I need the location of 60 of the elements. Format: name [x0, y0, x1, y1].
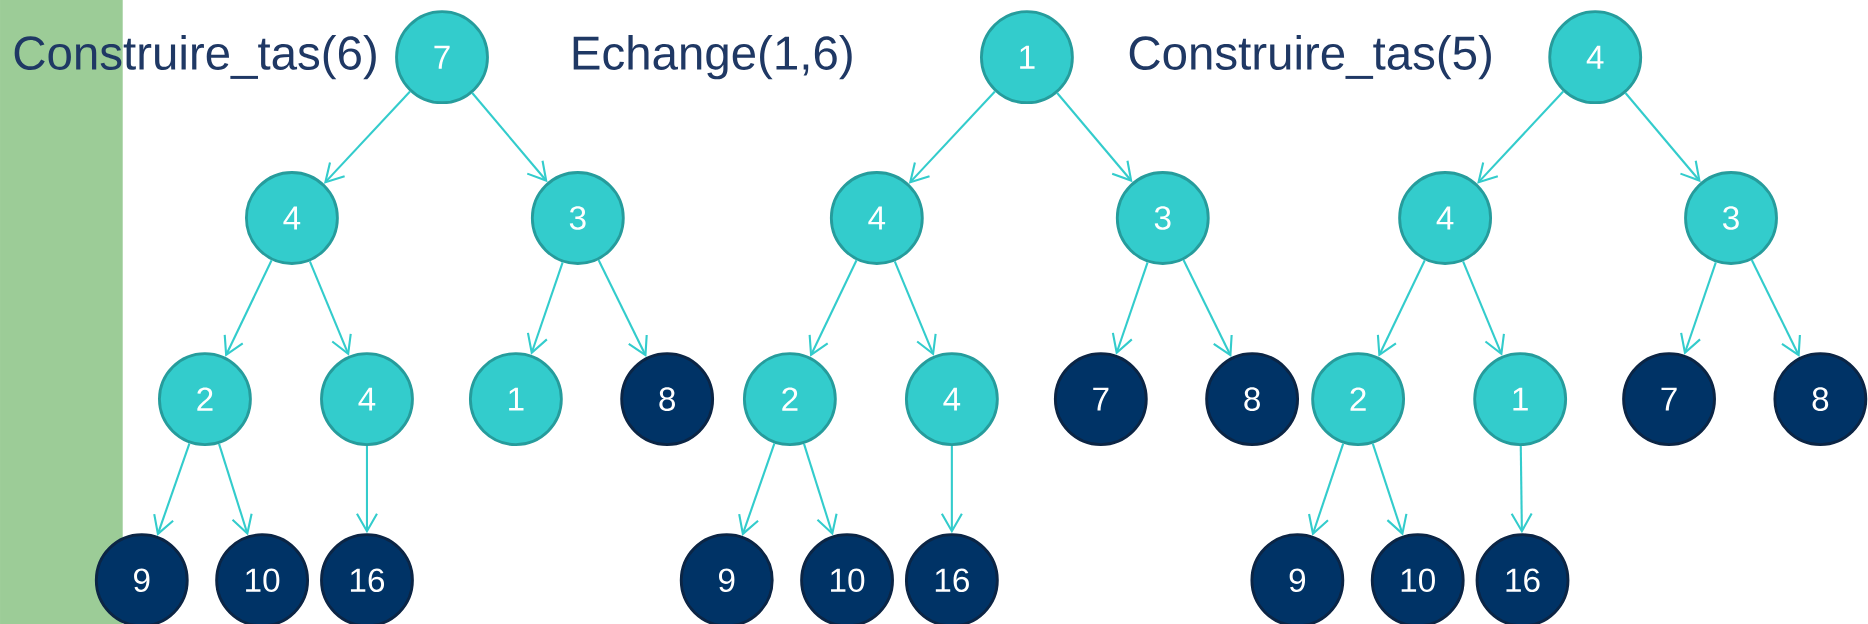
tree-node: 8: [620, 352, 715, 446]
tree-node: 3: [1115, 170, 1210, 265]
arrow: [223, 259, 273, 357]
tree-node: 7: [1622, 352, 1716, 446]
tree-node: 1: [980, 10, 1074, 104]
tree-node: 1: [468, 352, 563, 446]
tree-node: 9: [679, 533, 774, 624]
arrow: [1371, 443, 1408, 536]
tree-node: 4: [320, 352, 414, 446]
arrow: [153, 442, 191, 536]
tree-node: 10: [215, 533, 310, 624]
step-label: Construire_tas(5): [1129, 34, 1491, 80]
arrow: [1111, 261, 1149, 355]
arrow: [1750, 259, 1801, 357]
tree-node: 7: [395, 10, 489, 104]
arrow: [1624, 92, 1701, 183]
tree-node: 4: [245, 170, 339, 265]
arrow: [1462, 260, 1505, 356]
arrow: [1477, 90, 1564, 184]
tree-node: 8: [1773, 352, 1868, 446]
tree-node: 4: [1548, 10, 1643, 104]
tree-node: 16: [320, 533, 414, 624]
tree-node: 2: [158, 352, 252, 446]
tree-node: 3: [1684, 170, 1778, 265]
tree-node: 4: [904, 352, 999, 446]
arrow: [218, 443, 253, 536]
tree-node: 8: [1205, 352, 1299, 446]
step-label: Construire_tas(6): [14, 34, 376, 80]
arrow: [1056, 92, 1133, 183]
arrow: [738, 442, 776, 536]
arrow: [471, 92, 548, 183]
tree-node: 16: [1475, 533, 1570, 624]
arrow: [908, 90, 996, 184]
arrow: [803, 443, 838, 536]
tree-node: 9: [1250, 533, 1345, 624]
tree-node: 16: [904, 533, 999, 624]
step-label: Echange(1,6): [573, 34, 852, 80]
tree-node: 4: [1398, 170, 1492, 265]
tree-node: 4: [829, 170, 924, 265]
arrow: [597, 259, 648, 357]
arrow: [808, 259, 858, 357]
arrow: [1376, 259, 1426, 357]
arrow: [940, 445, 963, 534]
tree-node: 1: [1473, 352, 1568, 446]
arrow: [1308, 443, 1345, 536]
tree-node: 3: [530, 170, 625, 265]
tree-node: 2: [1311, 352, 1405, 446]
arrow: [356, 445, 378, 534]
arrow: [1510, 445, 1533, 534]
tree-node: 7: [1053, 352, 1148, 446]
arrow: [1680, 261, 1717, 355]
tree-node: 10: [1370, 533, 1465, 624]
tree-node: 10: [800, 533, 894, 624]
arrow: [526, 261, 564, 355]
arrow: [1182, 259, 1233, 357]
tree-node: 2: [742, 352, 837, 446]
arrow: [308, 260, 352, 356]
arrow: [323, 90, 411, 184]
tree-node: 9: [94, 533, 189, 624]
arrow: [893, 260, 937, 356]
